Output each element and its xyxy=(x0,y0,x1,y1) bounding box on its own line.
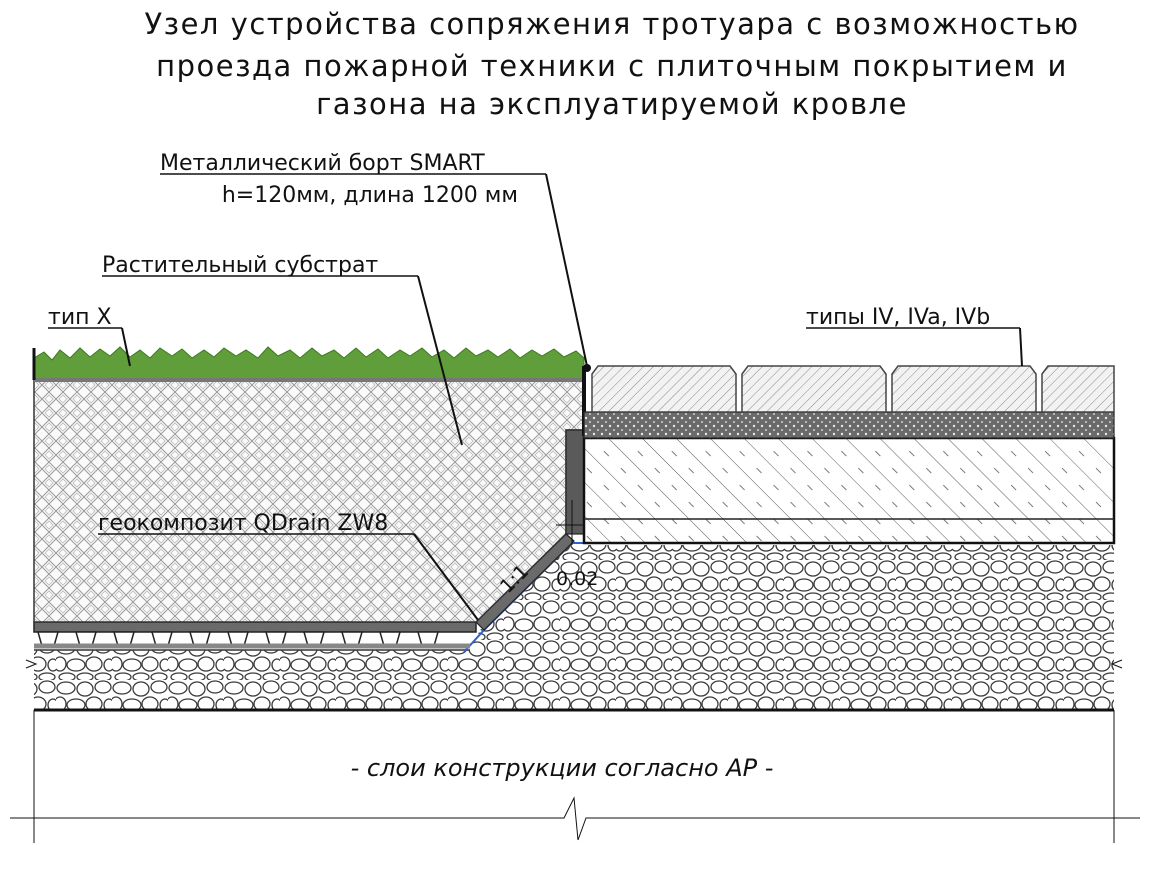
sand-bedding-layer xyxy=(583,411,1115,439)
title-line-3: газона на эксплуатируемой кровле xyxy=(316,87,908,121)
lawn-grass xyxy=(32,346,585,382)
drawing-title: Узел устройства сопряжения тротуара с во… xyxy=(144,7,1079,121)
lawn-type-label: тип X xyxy=(48,305,112,330)
footer-break-line xyxy=(10,710,1140,843)
callout-metal-border: Металлический борт SMART h=120мм, длина … xyxy=(160,151,588,367)
substrate-label: Растительный субстрат xyxy=(102,253,378,278)
callout-geocomposite: геокомпозит QDrain ZW8 xyxy=(98,511,479,621)
geocomposite-label: геокомпозит QDrain ZW8 xyxy=(98,511,388,536)
title-line-2: проезда пожарной техники с плиточным пок… xyxy=(156,49,1068,83)
paving-tiles xyxy=(591,365,1115,413)
paving-types-label: типы IV, IVa, IVb xyxy=(806,305,990,330)
callout-lawn-type: тип X xyxy=(48,305,131,367)
layers-note: - слои конструкции согласно АР - xyxy=(351,754,774,782)
callout-paving-types: типы IV, IVa, IVb xyxy=(806,305,1023,367)
slope-grade-label: 0.02 xyxy=(556,568,598,590)
callout-substrate: Растительный субстрат xyxy=(102,253,463,446)
gravel-fill-under-paving xyxy=(470,545,1114,650)
paving-base-layer xyxy=(582,436,1116,545)
section-break-marks xyxy=(25,659,1123,669)
title-line-1: Узел устройства сопряжения тротуара с во… xyxy=(144,7,1079,41)
border-label-line2: h=120мм, длина 1200 мм xyxy=(222,183,518,208)
border-label-line1: Металлический борт SMART xyxy=(160,151,485,176)
base-gravel-layer xyxy=(34,649,1114,712)
